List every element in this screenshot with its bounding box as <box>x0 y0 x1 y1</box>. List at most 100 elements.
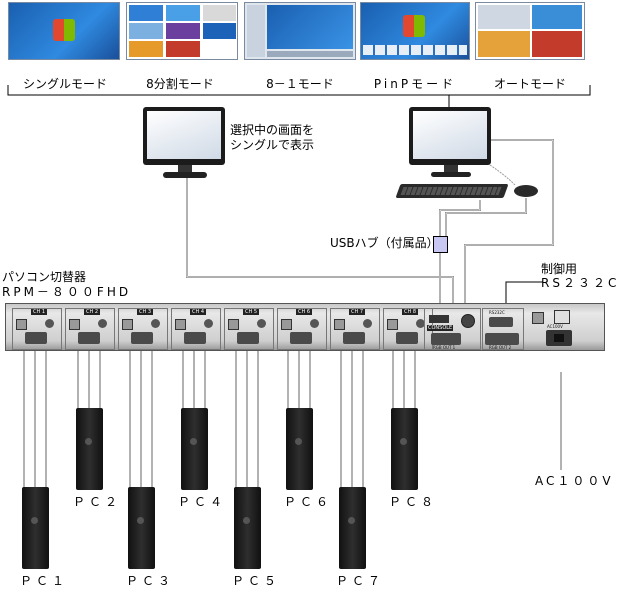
usb-port <box>334 319 345 330</box>
channel-block: CH 7 <box>330 308 380 350</box>
lan-block <box>528 308 574 328</box>
console-label: CONSOLE <box>427 325 454 331</box>
left-monitor-base <box>163 172 207 178</box>
mouse <box>514 185 538 197</box>
left-monitor <box>143 107 225 165</box>
pc2-label: ＰＣ２ <box>73 495 122 509</box>
ac-inlet <box>546 330 572 346</box>
power-switch <box>461 314 475 328</box>
monitor-caption: 選択中の画面を シングルで表示 <box>230 123 315 152</box>
pc5-label: ＰＣ５ <box>232 574 281 588</box>
pc4-label: ＰＣ４ <box>178 495 227 509</box>
usb-port <box>532 312 544 324</box>
vga-port <box>184 332 206 344</box>
hdmi-port <box>429 315 449 323</box>
audio-port <box>204 319 213 328</box>
left-monitor-stand <box>178 165 192 173</box>
channel-block: CH 2 <box>65 308 115 350</box>
mode-label-auto: オートモード <box>493 77 566 91</box>
channel-label: CH 2 <box>84 309 101 315</box>
usb-port <box>16 319 27 330</box>
channel-label: CH 1 <box>31 309 48 315</box>
8-1-mode-screenshot <box>244 2 356 60</box>
audio-port <box>310 319 319 328</box>
pc5-tower <box>234 487 261 569</box>
pc2-tower <box>76 408 103 490</box>
vga-port <box>237 332 259 344</box>
mode-label-pinp: PinPモード <box>373 77 457 91</box>
pc1-label: ＰＣ１ <box>20 574 69 588</box>
right-monitor <box>409 107 491 165</box>
mode-label-split8: 8分割モード <box>146 77 214 91</box>
power-label: AC１００V <box>535 474 614 488</box>
rgb-out1-port <box>431 333 461 345</box>
pc3-label: ＰＣ３ <box>126 574 175 588</box>
rs232c-port-label: RS232C <box>489 310 505 315</box>
pc1-tower <box>22 487 49 569</box>
channel-label: CH 5 <box>243 309 260 315</box>
control-port-label: RS２３２C <box>541 276 619 290</box>
pc7-tower <box>339 487 366 569</box>
channel-block: CH 5 <box>224 308 274 350</box>
channel-block: CH 3 <box>118 308 168 350</box>
audio-port <box>45 319 54 328</box>
control-label: 制御用 <box>541 262 578 276</box>
split8-mode-screenshot <box>126 2 238 60</box>
usb-port <box>281 319 292 330</box>
device-model: RPM－８００FHD <box>2 285 132 299</box>
pc7-label: ＰＣ７ <box>336 574 385 588</box>
usb-port <box>175 319 186 330</box>
pc6-tower <box>286 408 313 490</box>
channel-label: CH 8 <box>402 309 419 315</box>
vga-port <box>131 332 153 344</box>
channel-block: CH 8 <box>383 308 433 350</box>
usb-port <box>69 319 80 330</box>
single-mode-screenshot <box>8 2 120 60</box>
usb-port <box>228 319 239 330</box>
right-monitor-stand <box>444 165 458 173</box>
channel-label: CH 7 <box>349 309 366 315</box>
audio-port <box>257 319 266 328</box>
vga-port <box>25 332 47 344</box>
mode-label-8-1: 8－１モード <box>266 77 334 91</box>
audio-port <box>98 319 107 328</box>
ac-inlet-label: AC100V <box>547 324 563 329</box>
pc6-label: ＰＣ６ <box>284 495 333 509</box>
vga-port <box>396 332 418 344</box>
channel-label: CH 6 <box>296 309 313 315</box>
right-monitor-base <box>431 172 471 177</box>
pinp-mode-screenshot <box>360 2 470 60</box>
usb-port <box>122 319 133 330</box>
output-block: RS232C RGB OUT 2 <box>482 308 524 350</box>
pc3-tower <box>128 487 155 569</box>
lan-port <box>554 310 570 324</box>
audio-port <box>363 319 372 328</box>
channel-label: CH 4 <box>190 309 207 315</box>
rgb-out2-port <box>485 333 519 345</box>
audio-port <box>416 319 425 328</box>
channel-block: CH 1 <box>12 308 62 350</box>
channel-block: CH 6 <box>277 308 327 350</box>
console-block: CONSOLE RGB OUT 1 <box>424 308 481 350</box>
pc8-tower <box>391 408 418 490</box>
device-title: パソコン切替器 <box>2 270 87 284</box>
usb-hub-label: USBハブ（付属品） <box>330 236 439 250</box>
usb-port <box>387 319 398 330</box>
pc8-label: ＰＣ８ <box>389 495 438 509</box>
usb-hub <box>433 236 448 253</box>
rgb-out1-label: RGB OUT 1 <box>433 345 456 350</box>
rs232c-port <box>489 317 513 327</box>
audio-port <box>151 319 160 328</box>
vga-port <box>78 332 100 344</box>
vga-port <box>290 332 312 344</box>
channel-block: CH 4 <box>171 308 221 350</box>
vga-port <box>343 332 365 344</box>
rgb-out2-label: RGB OUT 2 <box>489 345 512 350</box>
mode-label-single: シングルモード <box>22 77 107 91</box>
pc4-tower <box>181 408 208 490</box>
auto-mode-screenshot <box>475 2 585 60</box>
keyboard <box>395 184 509 198</box>
channel-label: CH 3 <box>137 309 154 315</box>
